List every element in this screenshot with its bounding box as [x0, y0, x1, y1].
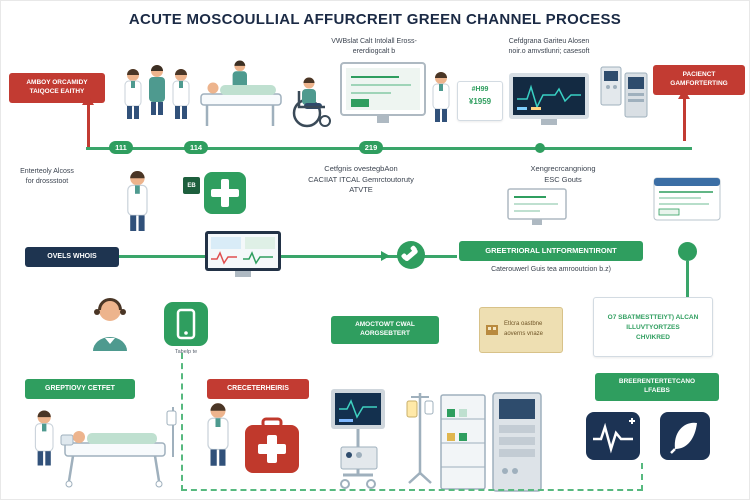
- medical-devices-illustration: [600, 66, 648, 118]
- timeline-line: [86, 147, 692, 150]
- medical-team-illustration: [124, 60, 282, 126]
- row5-red-badge: CRECETERHEIRIS: [207, 379, 309, 399]
- bedside-care-illustration: [34, 407, 177, 488]
- row3-right-node: [678, 242, 697, 261]
- row4-green-badge-line1: AMOCTOWT CWAL: [355, 321, 415, 329]
- top-left-badge: AMBOY ORCAMIDY TAIQOCE EAITHY: [9, 73, 105, 103]
- checklist-line1: O7 SBATMESTTEIYT) ALCAN: [607, 313, 699, 321]
- paddle-tile-icon: [660, 412, 710, 460]
- first-aid-icon: [204, 172, 246, 214]
- row3-arrow-icon: [381, 251, 390, 261]
- row5-green-badge-right: BREERENTERTETCANO LFAEBS: [595, 373, 719, 401]
- price-tag-card: #H99 ¥1959: [457, 81, 503, 121]
- monitor1-caption-line1: VWBslat Calt Intolall Eross-: [331, 38, 417, 45]
- row4-green-badge: AMOCTOWT CWAL AORGSEBTERT: [331, 316, 439, 344]
- monitor1-caption-line2: ererdiogcalt b: [352, 47, 396, 55]
- top-left-badge-line1: AMBOY ORCAMIDY: [26, 79, 88, 87]
- row2-right-text: Xengrecrcangniong ESC Gouts: [493, 164, 633, 185]
- row2-left-line1: Enterteoly Alcoss: [20, 168, 74, 175]
- timeline-marker-3: 219: [359, 141, 383, 154]
- dashed-connector-bottom: [181, 489, 643, 491]
- monitor-cart-illustration: [331, 389, 385, 489]
- supply-cabinet-illustration: [440, 392, 542, 492]
- doctor-illustration-2: [127, 170, 148, 232]
- up-arrow-right-head-icon: [678, 89, 690, 99]
- row2-left-line2: for drossstoot: [25, 177, 69, 185]
- report-card-illustration: [653, 177, 721, 221]
- price-code: #H99: [471, 86, 489, 93]
- timeline-marker-2: 114: [184, 141, 208, 154]
- page-title: ACUTE MOSCOULLIAL AFFURCREIT GREEN CHANN…: [128, 11, 622, 28]
- top-right-badge: PACIENCT GAMFORTERTING: [653, 65, 745, 95]
- monitor2-caption: Cefdgrana Gariteu Alosen noir.o amvstlun…: [469, 37, 629, 57]
- row2-center-text: Cetfgnis ovestegbAon CACIIAT ITCAL Gemrc…: [276, 164, 446, 196]
- row2-center-line3: ATVTE: [349, 185, 373, 194]
- row2-left-text: Enterteoly Alcoss for drossstoot: [5, 167, 89, 187]
- row5-right-line2: LFAEBS: [644, 387, 670, 394]
- monitor1-caption: VWBslat Calt Intolall Eross- ererdiogcal…: [299, 37, 449, 57]
- dashed-connector-right: [641, 463, 643, 491]
- monitor2-caption-line1: Cefdgrana Gariteu Alosen: [508, 38, 590, 45]
- row3-navy-badge: OVELS WHOIS: [25, 247, 119, 267]
- notice-line1: Etlcra oastbne: [504, 321, 543, 328]
- dashed-connector-left: [181, 353, 183, 491]
- row3-connector-line: [119, 255, 457, 258]
- top-left-badge-line2: TAIQOCE EAITHY: [29, 88, 85, 95]
- doctor-with-kit-illustration: [207, 402, 299, 473]
- checklist-box: O7 SBATMESTTEIYT) ALCAN ILLUVTYORTZES CH…: [593, 297, 713, 357]
- row4-green-badge-line2: AORGSEBTERT: [360, 330, 410, 337]
- row5-right-line1: BREERENTERTETCANO: [618, 378, 696, 386]
- top-right-badge-line1: PACIENCT: [682, 71, 716, 79]
- wheelchair-patient-illustration: [292, 77, 331, 128]
- timeline-marker-1: 111: [109, 141, 133, 154]
- row2-center-line2: CACIIAT ITCAL Gemrctoutoruty: [308, 174, 414, 184]
- notice-line2: aoverns vnaze: [504, 331, 544, 337]
- up-arrow-left-icon: [87, 105, 90, 147]
- iv-pole-illustration: [406, 393, 434, 484]
- row2-right-line2: ESC Gouts: [544, 174, 582, 184]
- row2-center-line1: Cetfgnis ovestegbAon: [324, 164, 398, 173]
- small-monitor-illustration: [507, 188, 567, 225]
- phone-caption: Tabelp te: [174, 349, 198, 355]
- dashboard-monitor-illustration: [205, 231, 281, 277]
- contact-circle-icon: [397, 241, 425, 269]
- ecg-monitor-illustration: [509, 73, 589, 125]
- price-amount: ¥1959: [468, 97, 492, 106]
- nurse-avatar: [93, 298, 127, 351]
- up-arrow-left-head-icon: [82, 95, 94, 105]
- notice-box: Etlcra oastbne aoverns vnaze: [479, 307, 563, 353]
- row3-sub-text: Caterouwerl Guis tea amrooutcion b.z): [491, 266, 611, 273]
- row2-right-line1: Xengrecrcangniong: [530, 164, 596, 173]
- row5-green-badge-left: GREPTIOVY CETFET: [25, 379, 135, 399]
- phone-icon: [164, 302, 208, 346]
- doctor-illustration: [432, 71, 450, 123]
- top-right-badge-line2: GAMFORTERTING: [670, 80, 728, 87]
- building-icon: [486, 325, 498, 335]
- timeline-dot: [535, 143, 545, 153]
- eb-tag: EB: [183, 177, 200, 194]
- row3-green-badge: GREETRIORAL LNTFORMENTIRONT: [459, 241, 643, 261]
- checklist-line2: ILLUVTYORTZES: [626, 323, 680, 331]
- screen-board-illustration: [340, 62, 426, 123]
- monitor2-caption-line2: noir.o amvstlunri; casesoft: [508, 47, 590, 55]
- ecg-tile-icon: [586, 412, 640, 460]
- up-arrow-right-icon: [683, 99, 686, 141]
- checklist-line3: CHVIKRED: [636, 333, 670, 341]
- right-connector-line: [686, 261, 689, 297]
